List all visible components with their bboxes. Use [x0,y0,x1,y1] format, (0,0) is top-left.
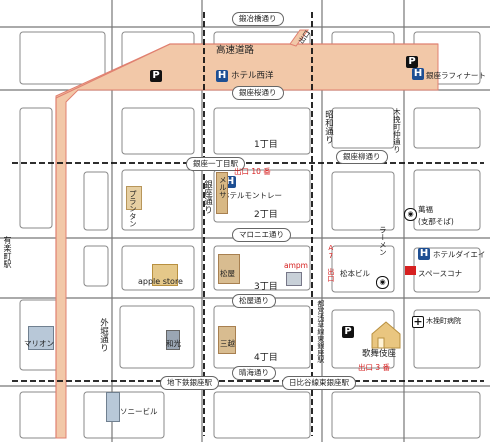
label-matsuya[interactable]: 松屋 [220,269,235,278]
hotel-icon: H [412,68,424,80]
block-label-2chome: 2丁目 [254,210,278,220]
label-yurakucho-station[interactable]: 有楽町駅 [2,236,12,268]
parking-icon: P [150,70,162,82]
subway-lines [12,12,484,436]
street-label-harumi: 晴海通り [232,366,276,380]
sony-building [106,392,120,422]
label-wako[interactable]: 和光 [166,339,181,348]
block-label-3chome: 3丁目 [254,282,278,292]
station-label-ginza-subway[interactable]: 地下鉄銀座駅 [160,376,219,390]
hotel-icon: H [418,248,430,260]
label-exit-10[interactable]: 出口 10 番 [234,167,271,176]
station-label-higashi-ginza[interactable]: 日比谷線東銀座駅 [282,376,356,390]
mitsukoshi-building [218,326,236,354]
printemps-building [126,186,142,210]
label-mitsukoshi[interactable]: 三越 [220,339,235,348]
label-melsa[interactable]: メルサ [218,176,228,199]
label-exit-a7[interactable]: A7 出口 [326,244,335,282]
wako-building [166,330,180,350]
label-mangetsu[interactable]: 萬福 [418,205,433,214]
label-hotel-monterey[interactable]: ホテルモントレー [222,191,282,200]
street-label-kobikicho: 木挽町仲通り [392,108,402,153]
label-kabukiza[interactable]: 歌舞伎座 [362,349,397,359]
street-label-marronnier: マロニエ通り [232,228,291,242]
street-label-kajibashi: 鍛冶橋通り [232,12,284,26]
label-exit-3[interactable]: 出口 3 番 [358,363,391,372]
street-label-matsuya: 松屋通り [232,294,276,308]
hotel-icon: H [216,70,228,82]
kabukiza-building [371,321,401,349]
label-matsumoto[interactable]: 松本ビル [340,269,370,278]
label-ginza-lafinat[interactable]: 銀座ラフィナート [426,71,486,80]
label-mangetsu-sub: (支那そば) [418,217,454,226]
ampm-building [286,272,302,286]
highway-label: 高速道路 [216,45,255,56]
label-ramen[interactable]: ラーメン [378,226,388,256]
label-hotel-seiyo[interactable]: ホテル西洋 [231,71,274,81]
marion-building [28,326,54,350]
melsa-building [216,172,228,214]
apple-store-building [152,264,178,286]
block-label-4chome: 4丁目 [254,353,278,363]
block-label-1chome: 1丁目 [254,140,278,150]
street-label-sakurazaka: 銀座桜通り [232,86,284,100]
street-label-ginza-dori: 銀座通り [202,180,213,214]
parking-icon: P [406,56,418,68]
label-ampm[interactable]: ampm [284,261,308,270]
label-sony[interactable]: ソニービル [120,407,158,416]
street-label-sotobori: 外堀通り [98,318,109,352]
noodle-icon: ◉ [376,276,389,289]
street-label-yanagi: 銀座柳通り [336,150,388,164]
label-space[interactable]: スペースコナ [418,269,463,278]
parking-icon: P [342,326,354,338]
noodle-icon: ◉ [404,208,417,221]
label-printemps[interactable]: プランタン [128,190,138,228]
hospital-icon: + [412,315,424,328]
street-label-showa: 昭和通り [323,110,334,144]
station-label-ginza-itchome[interactable]: 銀座一丁目駅 [186,157,245,171]
label-marion[interactable]: マリオン [24,339,54,348]
space-building [405,266,416,275]
station-label-toei-asakusa[interactable]: 都営浅草線東銀座駅 [316,300,325,363]
label-apple-store[interactable]: apple store [138,277,183,286]
label-hotel-daiei[interactable]: ホテルダイエイ [433,250,486,259]
matsuya-building [218,254,240,284]
label-kobikicho-hospital[interactable]: 木挽町病院 [426,317,461,325]
